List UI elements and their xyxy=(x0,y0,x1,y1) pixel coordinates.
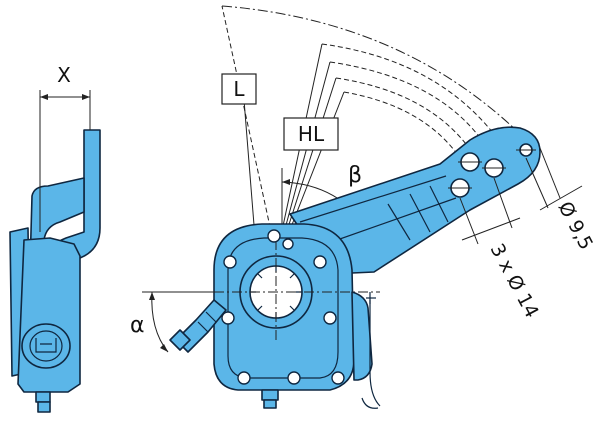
alpha-arrow-end xyxy=(160,344,168,352)
bolt-left xyxy=(221,311,235,325)
housing-bottom-nut xyxy=(261,389,279,401)
arc-hl-4 xyxy=(343,91,461,159)
bolt-top xyxy=(267,229,281,243)
bolt-bottom-right xyxy=(331,371,345,385)
beta-arrow-start xyxy=(282,179,290,185)
alpha-arrow-start xyxy=(149,292,155,300)
lever-arm-crease-3 xyxy=(429,185,449,223)
label-l-box xyxy=(221,73,257,105)
label-hl: HL xyxy=(298,122,325,146)
bolt-right xyxy=(323,311,337,325)
alpha-arc xyxy=(151,291,169,353)
lever-arm-crease-1 xyxy=(387,203,411,241)
dim-holes-ext-1 xyxy=(459,197,479,245)
arc-hl-1 xyxy=(321,43,501,143)
side-view: X xyxy=(9,63,101,413)
dim-holes-ext-2 xyxy=(493,177,513,229)
arc-hl-2 xyxy=(329,61,487,147)
dim-small-ext-1 xyxy=(525,157,549,209)
bolt-upper-left xyxy=(223,255,237,269)
label-small-hole: Ø 9,5 xyxy=(554,198,597,254)
control-arm xyxy=(351,291,373,381)
arc-l xyxy=(221,5,519,133)
dim-x-arrow-left xyxy=(40,94,48,100)
dim-small-line xyxy=(539,185,583,211)
side-view-nut xyxy=(35,391,51,403)
arc-hl-3 xyxy=(335,77,473,153)
main-view: β 3 x Ø 14 Ø 9,5 xyxy=(130,5,597,409)
control-arm-hook xyxy=(361,397,379,409)
side-view-body xyxy=(17,237,81,393)
label-alpha: α xyxy=(130,313,145,338)
side-view-hub-ring xyxy=(29,330,63,362)
label-x: X xyxy=(57,63,71,87)
label-large-holes: 3 x Ø 14 xyxy=(486,240,543,321)
lever-arm-edge xyxy=(299,175,457,247)
dim-x-arrow-right xyxy=(82,94,90,100)
line-l-ext xyxy=(243,99,255,226)
control-arm-rod xyxy=(369,300,381,407)
bolt-top-right xyxy=(282,238,294,250)
label-l: L xyxy=(233,77,245,101)
bolt-bottom-left xyxy=(237,371,251,385)
label-hl-box xyxy=(283,117,339,151)
dim-holes-line xyxy=(461,217,521,241)
housing-face xyxy=(227,237,339,379)
side-view-hub-logo xyxy=(35,338,57,353)
side-view-nut-base xyxy=(37,401,51,413)
bolt-upper-right xyxy=(313,255,327,269)
dim-small-ext-2 xyxy=(539,147,561,199)
housing-bottom-nut-base xyxy=(263,399,277,409)
line-l xyxy=(221,5,273,237)
bolt-bottom-mid xyxy=(287,371,301,385)
lever-arm-crease-2 xyxy=(409,193,431,233)
line-hl-2 xyxy=(281,61,331,241)
worm-screw-thread xyxy=(197,311,217,333)
worm-screw-tip xyxy=(169,329,191,351)
side-view-hub xyxy=(21,323,71,369)
label-beta: β xyxy=(348,163,362,188)
